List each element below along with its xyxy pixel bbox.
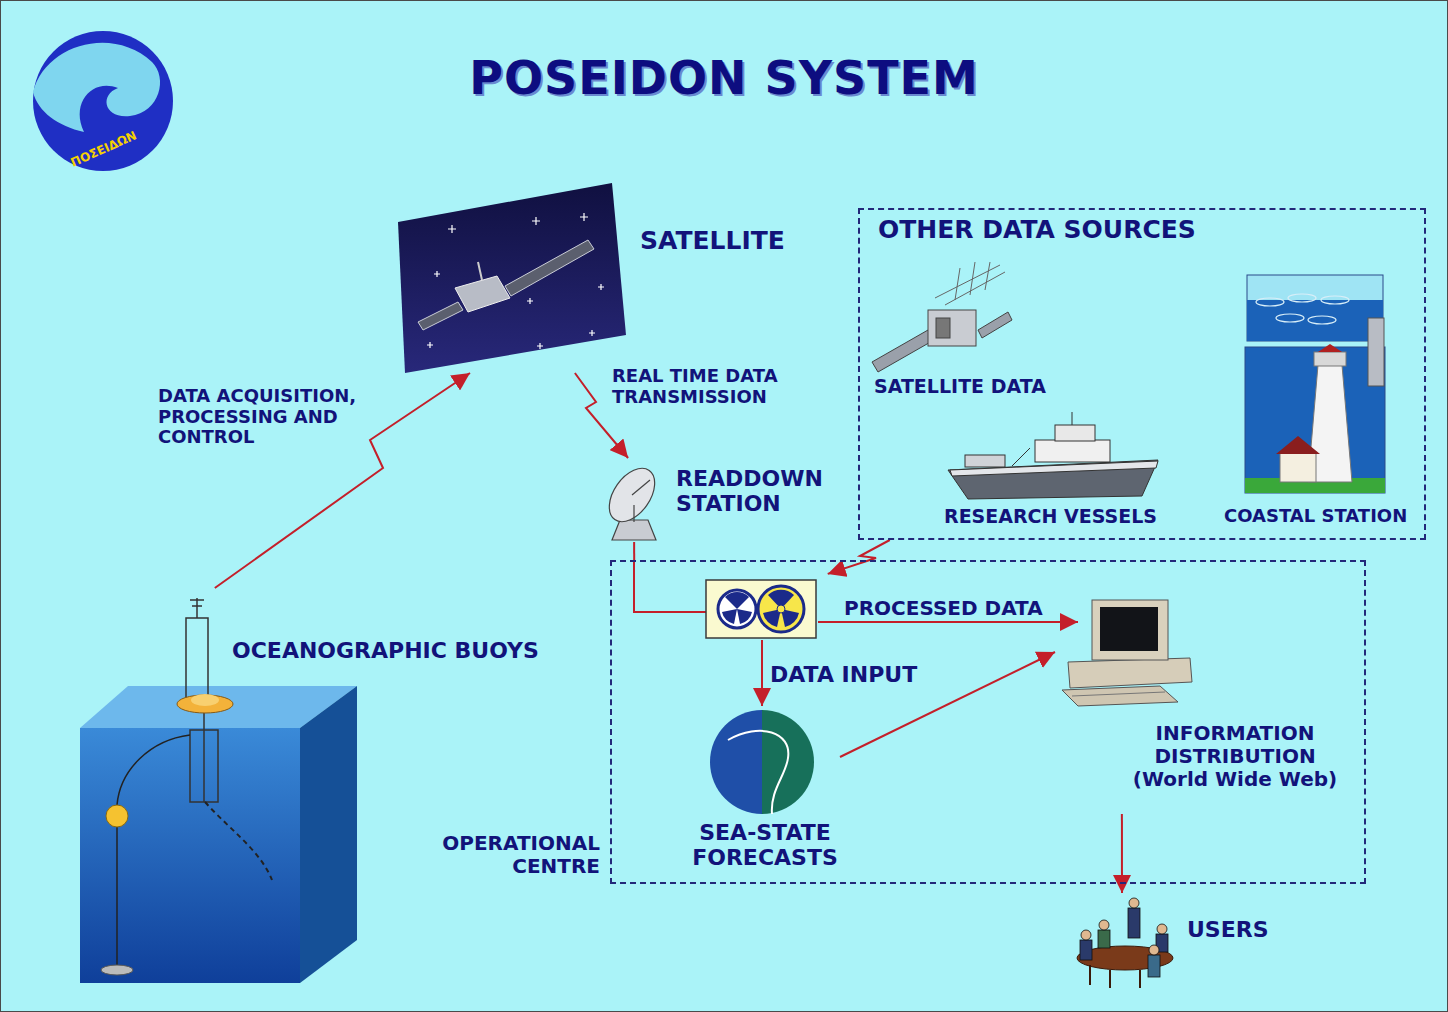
forecast-circle: SEA-STATE FORECASTS <box>690 708 840 880</box>
users-node: USERS <box>1065 893 1315 990</box>
node-label: READDOWN STATION <box>676 466 841 517</box>
computer-node: INFORMATION DISTRIBUTION (World Wide Web… <box>1055 596 1355 814</box>
satellite-image: SATELLITE <box>398 183 626 373</box>
annotation-label: DATA INPUT <box>770 662 940 687</box>
node-label: INFORMATION DISTRIBUTION (World Wide Web… <box>1117 722 1353 791</box>
connector <box>828 540 890 574</box>
readdown-station: READDOWN STATION <box>600 458 840 542</box>
node-label: SATELLITE <box>640 227 818 256</box>
satellite-data-icon: SATELLITE DATA <box>866 258 1066 408</box>
coastal-station-icon: COASTAL STATION <box>1218 270 1422 536</box>
data-sources-group: OTHER DATA SOURCES SATELLITE DATA RESEARCH… <box>858 208 1426 540</box>
node-label: RESEARCH VESSELS <box>944 506 1166 528</box>
annotation-label: PROCESSED DATA <box>844 597 1054 620</box>
node-label: OPERATIONAL CENTRE <box>426 832 600 878</box>
connector <box>633 542 635 560</box>
node-label: COASTAL STATION <box>1224 506 1422 527</box>
connector <box>1121 814 1123 893</box>
research-vessel-icon: RESEARCH VESSELS <box>940 408 1170 534</box>
node-label: SATELLITE DATA <box>874 376 1064 398</box>
edge-label: DATA ACQUISITION, PROCESSING AND CONTROL <box>158 386 386 448</box>
edge-label: REAL TIME DATA TRANSMISSION <box>612 366 812 407</box>
diagram-title: POSEIDON SYSTEM <box>0 52 1448 105</box>
node-label: SEA-STATE FORECASTS <box>690 820 840 871</box>
node-label: OTHER DATA SOURCES <box>878 216 1298 245</box>
node-label: USERS <box>1187 917 1307 942</box>
buoy-scene: OCEANOGRAPHIC BUOYS <box>78 588 558 986</box>
node-label: OCEANOGRAPHIC BUOYS <box>232 638 552 663</box>
